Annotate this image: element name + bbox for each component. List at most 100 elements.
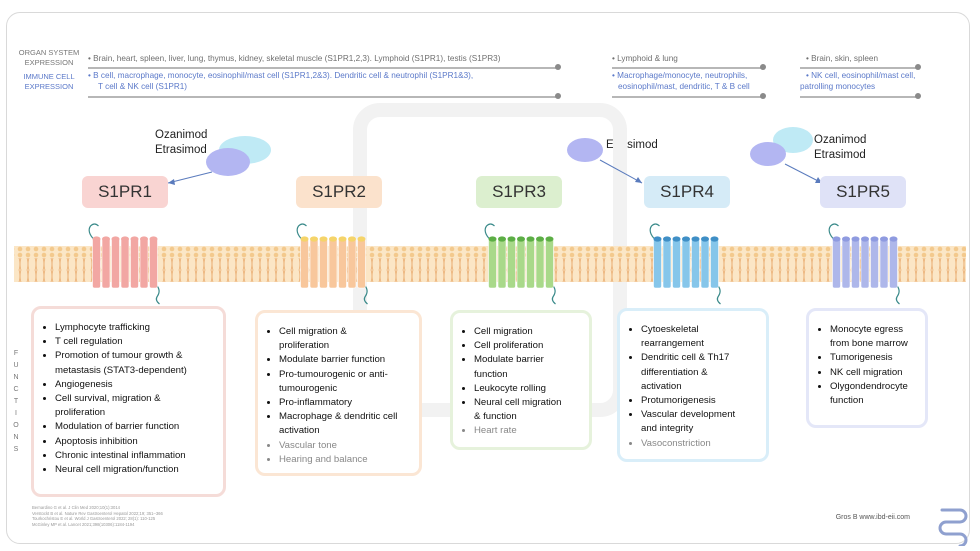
functions-list-s1pr1: Lymphocyte traffickingT cell regulationP… <box>42 321 215 477</box>
transmembrane-helix <box>535 237 545 289</box>
ligand-etrasimod <box>206 148 250 176</box>
function-item: Leukocyte rolling <box>474 382 581 396</box>
immune-expression-s1pr4-line1: • Macrophage/monocyte, neutrophils, <box>612 71 748 80</box>
transmembrane-helix <box>526 237 535 289</box>
transmembrane-helix <box>681 237 691 289</box>
functions-side-label: F U N C T I O N S <box>13 350 19 453</box>
arrow-to-s1pr5 <box>784 163 823 184</box>
function-item: Macrophage & dendritic cell <box>279 410 411 424</box>
helix-cap <box>348 236 356 242</box>
functions-list-s1pr2: Cell migration &proliferationModulate ba… <box>266 325 411 467</box>
helix-cap <box>338 236 347 242</box>
transmembrane-helix <box>507 237 516 289</box>
immune-cell-label: IMMUNE CELL EXPRESSION <box>23 72 75 91</box>
receptor-protein-s1pr3 <box>484 223 556 305</box>
helix-cap <box>545 236 554 242</box>
transmembrane-helix <box>309 237 319 289</box>
n-terminal-tail <box>828 223 839 241</box>
function-item: Neural cell migration <box>474 396 581 410</box>
function-item: tumourogenic <box>279 382 338 394</box>
transmembrane-helix <box>338 237 347 289</box>
receptor-label-s1pr4: S1PR4 <box>644 176 730 208</box>
helix-cap <box>653 236 662 242</box>
function-item: Vascular development <box>641 408 758 422</box>
function-item: Apoptosis inhibition <box>55 435 215 449</box>
transmembrane-helix <box>851 237 860 289</box>
receptor-label-s1pr5: S1PR5 <box>820 176 906 208</box>
reference-item: McGinley MP et al. Lancet 2021;398(10306… <box>32 521 135 527</box>
transmembrane-helix <box>300 237 309 289</box>
transmembrane-helix <box>700 237 710 289</box>
immune-expression-s1pr4-line2: eosinophil/mast, dendritic, T & B cell <box>618 82 750 91</box>
divider-line <box>612 67 762 69</box>
function-item: Promotion of tumour growth & <box>55 349 215 363</box>
transmembrane-helix <box>516 237 526 289</box>
helix-cap <box>319 236 328 242</box>
receptor-protein-s1pr4 <box>649 223 721 305</box>
helix-cap <box>111 236 120 242</box>
function-item: and integrity <box>641 423 694 435</box>
function-item: from bone marrow <box>830 338 908 350</box>
transmembrane-helix <box>149 237 158 289</box>
functions-box-s1pr3: Cell migrationCell proliferationModulate… <box>450 310 592 450</box>
helix-cap <box>861 236 869 242</box>
immune-expression-s1pr5-line2: patrolling monocytes <box>800 82 876 91</box>
function-item: Olygondendrocyte <box>830 380 917 394</box>
function-item: Monocyte egress <box>830 323 917 337</box>
helix-cap <box>536 236 544 242</box>
organ-expression-s1pr1-3: • Brain, heart, spleen, liver, lung, thy… <box>88 54 501 63</box>
divider-dot <box>555 93 561 99</box>
immune-expression-s1pr1-3-line1: • B cell, macrophage, monocyte, eosinoph… <box>88 71 474 80</box>
transmembrane-helix <box>672 237 681 289</box>
helix-cap <box>663 236 671 242</box>
function-item: Neural cell migration/function <box>55 463 215 477</box>
function-item: Modulate barrier function <box>279 353 411 367</box>
receptor-protein-s1pr5 <box>828 223 900 305</box>
transmembrane-helix <box>120 237 130 289</box>
helix-cap <box>507 236 516 242</box>
c-terminal-tail <box>551 283 556 305</box>
arrow-to-s1pr1 <box>167 171 213 184</box>
divider-line <box>612 96 762 98</box>
transmembrane-helix <box>357 237 366 289</box>
helix-cap <box>102 236 110 242</box>
transmembrane-helix <box>710 237 719 289</box>
function-item: Pro-tumourogenic or anti- <box>279 368 411 382</box>
function-item: Modulation of barrier function <box>55 420 215 434</box>
transmembrane-helix <box>497 237 507 289</box>
helix-cap <box>310 236 318 242</box>
function-item: Lymphocyte trafficking <box>55 321 215 335</box>
function-item: Protumorigenesis <box>641 394 758 408</box>
divider-line <box>88 67 558 69</box>
helix-cap <box>92 236 101 242</box>
helix-cap <box>488 236 497 242</box>
transmembrane-helix <box>870 237 879 289</box>
function-item: proliferation <box>279 340 330 352</box>
drug-etrasimod: Etrasimod <box>155 144 207 156</box>
c-terminal-tail <box>895 283 900 305</box>
functions-box-s1pr2: Cell migration &proliferationModulate ba… <box>255 310 422 476</box>
function-item: Cytoeskeletal <box>641 323 758 337</box>
function-item: Cell migration & <box>279 325 411 339</box>
transmembrane-helix <box>111 237 120 289</box>
helix-cap <box>149 236 158 242</box>
ligand-etrasimod <box>567 138 603 162</box>
helix-cap <box>701 236 709 242</box>
function-item: Dendritic cell & Th17 <box>641 351 758 365</box>
helix-cap <box>889 236 898 242</box>
function-item: Hearing and balance <box>279 453 411 467</box>
transmembrane-helix <box>130 237 139 289</box>
function-item: NK cell migration <box>830 366 917 380</box>
function-item: Pro-inflammatory <box>279 396 411 410</box>
function-item: & function <box>474 411 517 423</box>
divider-line <box>800 96 918 98</box>
receptor-label-s1pr1: S1PR1 <box>82 176 168 208</box>
transmembrane-helix <box>879 237 889 289</box>
drug-ozanimod: Ozanimod <box>814 134 867 146</box>
transmembrane-helix <box>347 237 357 289</box>
organ-system-label: ORGAN SYSTEM EXPRESSION <box>18 48 80 67</box>
